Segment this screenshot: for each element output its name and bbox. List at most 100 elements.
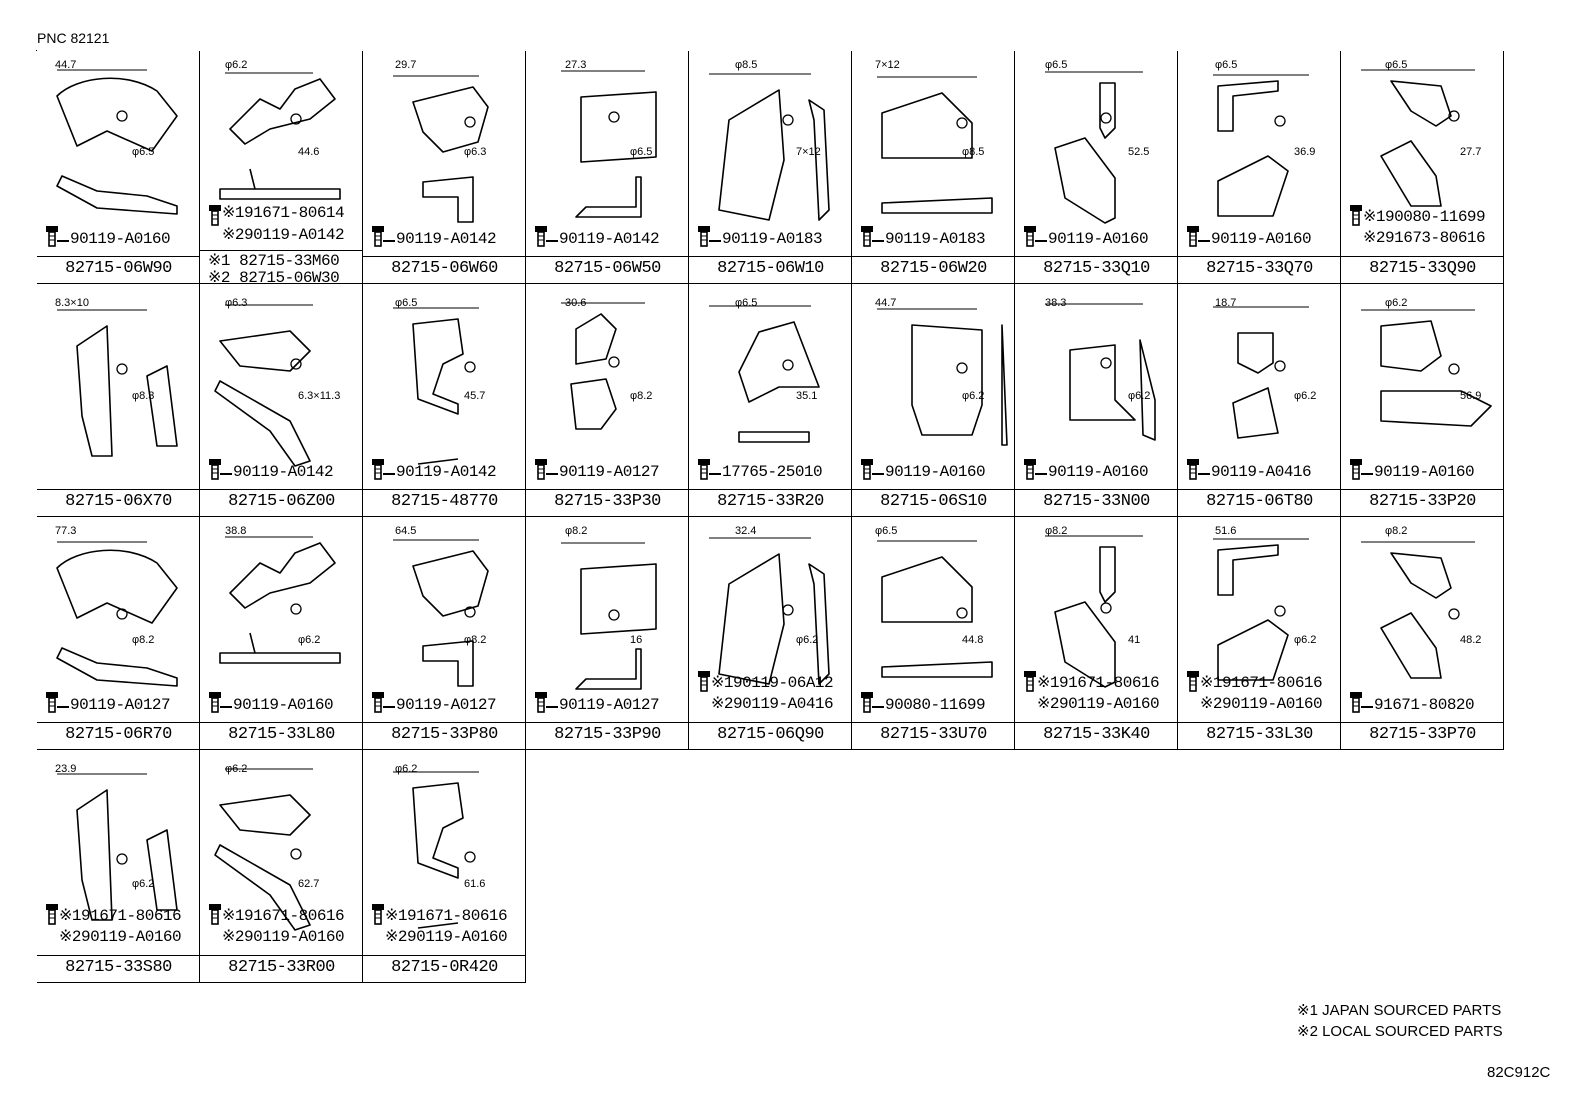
dimension-label: φ6.5 (875, 525, 898, 537)
bolt-icon (1187, 671, 1199, 692)
fastener-part-number: 90119-A0160 (1048, 463, 1149, 481)
mounting-hole (782, 359, 794, 371)
part-number: 82715-33S80 (65, 958, 172, 977)
dimension-label: 36.9 (1294, 146, 1316, 158)
bolt-icon (698, 459, 710, 480)
mounting-hole (1448, 608, 1460, 620)
bolt-icon (1024, 459, 1036, 480)
fastener-part-number: 17765-25010 (722, 463, 823, 481)
fastener-part-number: ※190119-06A12 (711, 674, 834, 692)
sourcing-note: ※2 82715-06W30 (208, 269, 340, 287)
part-number: 82715-06R70 (65, 725, 172, 744)
part-number: 82715-33Q10 (1043, 259, 1150, 278)
fastener-part-number: ※290119-A0160 (385, 928, 508, 946)
part-drawing (877, 76, 993, 214)
part-drawing (561, 70, 657, 218)
part-illustration (56, 541, 178, 687)
dimension-label: φ6.5 (1045, 59, 1068, 71)
mounting-hole (464, 606, 476, 618)
mounting-hole (782, 604, 794, 616)
part-number: 82715-06X70 (65, 492, 172, 511)
bolt-icon (1350, 205, 1362, 226)
fastener-part-number: 90119-A0160 (70, 230, 171, 248)
bolt-icon (209, 459, 221, 480)
part-drawing (877, 308, 1008, 446)
fastener-part-number: ※191671-80616 (1200, 674, 1323, 692)
mounting-hole (116, 110, 128, 122)
part-drawing (219, 536, 341, 664)
part-number: 82715-33K40 (1043, 725, 1150, 744)
drawing-code: 82C912C (1487, 1064, 1551, 1081)
dimension-label: φ8.2 (1045, 525, 1068, 537)
part-drawing (393, 307, 479, 465)
part-illustration (877, 76, 993, 214)
bolt-icon (1024, 226, 1036, 247)
bolt-icon (698, 226, 710, 247)
mounting-hole (1274, 605, 1286, 617)
sourcing-note: ※1 82715-33M60 (208, 252, 340, 270)
bolt-icon (1024, 671, 1036, 692)
bolt-icon (1187, 226, 1199, 247)
dimension-label: 16 (630, 634, 643, 646)
bolt-icon (46, 904, 58, 925)
fastener-part-number: 90119-A0160 (885, 463, 986, 481)
dimension-label: 45.7 (464, 390, 486, 402)
part-drawing (1045, 535, 1143, 688)
dimension-label: 30.6 (565, 297, 587, 309)
dimension-label: 64.5 (395, 525, 417, 537)
dimension-label: φ8.2 (132, 634, 155, 646)
part-number: 82715-06S10 (880, 492, 987, 511)
fastener-part-number: 90119-A0416 (1211, 463, 1312, 481)
dimension-label: φ8.5 (962, 146, 985, 158)
dimension-label: φ8.5 (735, 59, 758, 71)
dimension-label: φ8.2 (565, 525, 588, 537)
bolt-icon (861, 459, 873, 480)
part-number: 82715-33P90 (554, 725, 661, 744)
dimension-label: 7×12 (796, 146, 821, 158)
part-illustration (219, 536, 341, 664)
part-illustration (214, 768, 313, 931)
bolt-icon (372, 226, 384, 247)
part-number: 82715-33P30 (554, 492, 661, 511)
dimension-label: φ6.5 (735, 297, 758, 309)
part-drawing (214, 768, 313, 931)
part-drawing (1045, 303, 1156, 441)
dimension-label: 27.3 (565, 59, 587, 71)
part-drawing (1213, 306, 1309, 439)
dimension-label: 7×12 (875, 59, 900, 71)
dimension-label: 35.1 (796, 390, 818, 402)
mounting-hole (1100, 112, 1112, 124)
dimension-label: 6.3×11.3 (298, 390, 341, 402)
fastener-part-number: ※291673-80616 (1363, 229, 1486, 247)
mounting-hole (1448, 110, 1460, 122)
bolt-icon (535, 692, 547, 713)
dimension-label: φ6.5 (1215, 59, 1238, 71)
part-illustration (214, 304, 313, 467)
dimension-label: 61.6 (464, 878, 486, 890)
part-drawing (709, 305, 820, 443)
mounting-hole (608, 356, 620, 368)
part-number: 82715-33R00 (228, 958, 335, 977)
part-illustration (1213, 306, 1309, 439)
part-illustration (393, 539, 489, 687)
part-drawing (56, 541, 178, 687)
part-drawing (57, 773, 178, 921)
mounting-hole (782, 114, 794, 126)
part-number: 82715-06W60 (391, 259, 498, 278)
part-drawing (1361, 309, 1492, 427)
part-number: 82715-33P80 (391, 725, 498, 744)
mounting-hole (290, 603, 302, 615)
part-number: 82715-33L30 (1206, 725, 1313, 744)
fastener-part-number: ※290119-A0160 (222, 928, 345, 946)
fastener-part-number: ※191671-80616 (59, 907, 182, 925)
bolt-icon (372, 459, 384, 480)
